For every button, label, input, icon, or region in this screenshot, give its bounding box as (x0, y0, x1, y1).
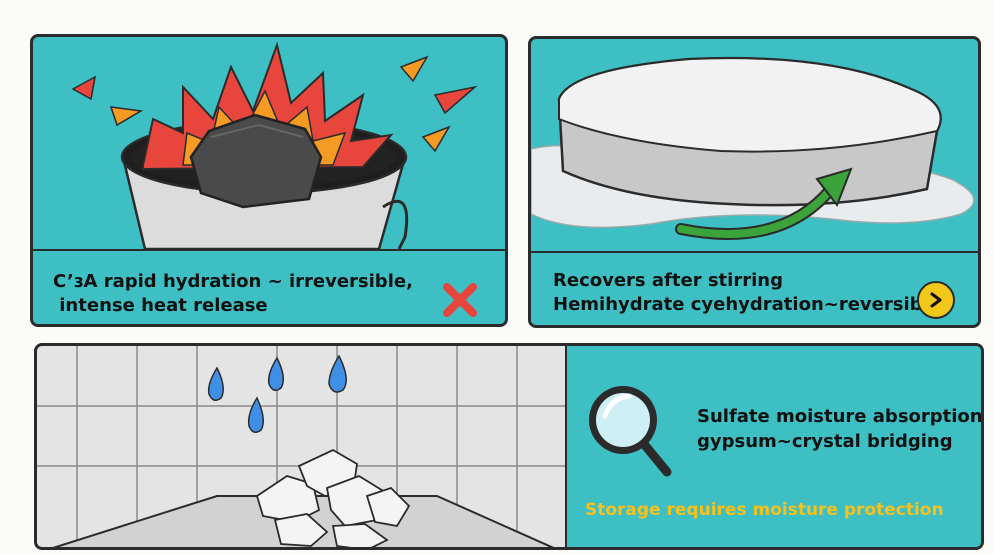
storage-warning: Storage requires moisture protection (585, 500, 944, 520)
spark (71, 75, 97, 101)
recovery-panel: Recovers after stirring Hemihydrate cyeh… (528, 36, 981, 328)
storage-room-illustration (37, 346, 565, 547)
spark (109, 106, 144, 127)
green-arrow (677, 185, 835, 238)
rock-edge (210, 123, 304, 138)
water-drops (207, 354, 347, 433)
spark (433, 85, 478, 115)
mortar-slab-illustration (531, 56, 975, 240)
info-area: Sulfate moisture absorption gypsum~cryst… (565, 346, 981, 547)
hydration-caption: C’ɜA rapid hydration ~ irreversible, int… (53, 271, 413, 316)
water-drop (207, 366, 224, 401)
spark (399, 55, 429, 83)
gypsum-crystal-pile (255, 448, 411, 547)
recovery-caption: Recovers after stirring Hemihydrate cyeh… (553, 270, 941, 315)
bucket-explosion-illustration (71, 41, 478, 249)
cross-icon (443, 283, 477, 317)
slab-top (558, 57, 942, 153)
water-drop (328, 354, 347, 393)
moisture-caption: Sulfate moisture absorption gypsum~cryst… (697, 406, 983, 452)
water-drop (247, 396, 264, 433)
bucket-handle (382, 199, 409, 249)
caption-bar: Recovers after stirring Hemihydrate cyeh… (531, 251, 978, 325)
next-button[interactable] (917, 281, 955, 319)
chevron-right-icon (930, 292, 942, 308)
hydration-panel: C’ɜA rapid hydration ~ irreversible, int… (30, 34, 508, 327)
water-drop (267, 356, 284, 391)
caption-bar: C’ɜA rapid hydration ~ irreversible, int… (33, 249, 505, 324)
moisture-panel: Sulfate moisture absorption gypsum~cryst… (34, 343, 984, 550)
clinker-rock (189, 113, 323, 209)
magnifier-icon (589, 386, 672, 477)
spark (421, 125, 451, 153)
arrow-head (815, 167, 853, 208)
